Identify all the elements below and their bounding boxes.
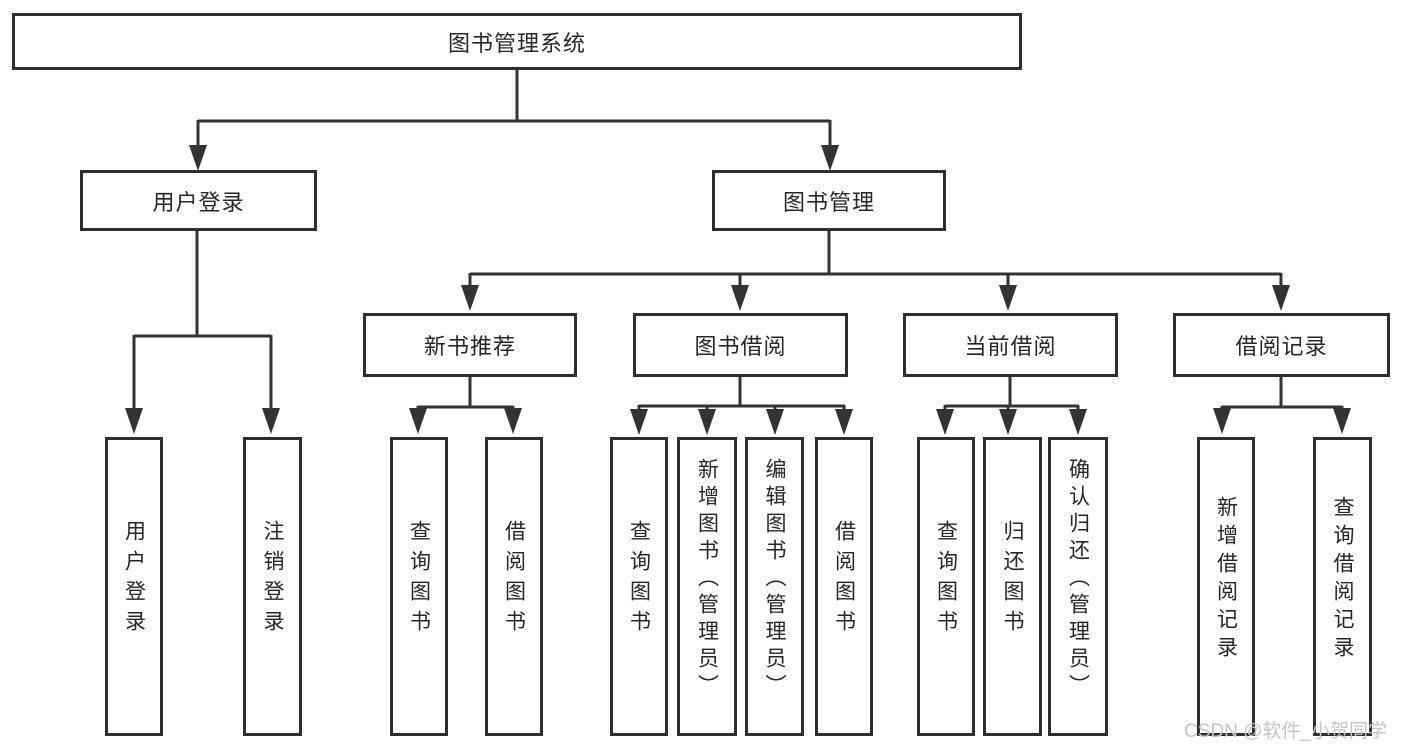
arrowhead — [125, 408, 143, 434]
leaf-user-login: 用户登录 — [105, 437, 163, 736]
arrowhead — [1333, 408, 1351, 434]
node-label: 图书管理 — [782, 189, 875, 215]
arrowhead — [698, 409, 716, 435]
node-book-borrowing: 图书借阅 — [633, 313, 848, 377]
node-label: 借阅记录 — [1235, 334, 1328, 359]
node-label: 用户登录 — [152, 189, 245, 215]
arrowhead — [999, 409, 1017, 435]
node-user-login: 用户登录 — [80, 170, 317, 231]
node-new-book-recommendation: 新书推荐 — [363, 313, 577, 377]
node-book-management: 图书管理 — [712, 170, 946, 231]
arrowhead — [835, 409, 853, 435]
arrowhead — [821, 145, 839, 171]
arrowhead — [262, 408, 280, 434]
arrowhead — [630, 409, 648, 435]
arrowhead — [766, 409, 784, 435]
node-label: 新书推荐 — [423, 334, 516, 359]
arrowhead — [409, 408, 427, 434]
leaf-edit-book-admin: 编辑图书（管理员） — [745, 437, 804, 736]
arrowhead — [189, 145, 207, 171]
leaf-return-book: 归还图书 — [983, 437, 1042, 736]
arrowhead — [1069, 409, 1087, 435]
leaf-query-books-borrow: 查询图书 — [610, 437, 668, 736]
arrowhead — [731, 285, 749, 311]
leaf-query-borrow-record: 查询借阅记录 — [1313, 437, 1372, 736]
leaf-query-books-current: 查询图书 — [917, 437, 975, 736]
node-label: 当前借阅 — [964, 334, 1057, 359]
arrowhead — [461, 285, 479, 311]
leaf-add-book-admin: 新增图书（管理员） — [677, 437, 737, 736]
leaf-confirm-return-admin: 确认归还（管理员） — [1048, 437, 1108, 736]
leaf-logout: 注销登录 — [243, 437, 302, 736]
node-library-management-system: 图书管理系统 — [12, 13, 1022, 70]
arrowhead — [1213, 408, 1231, 434]
arrowhead — [1272, 285, 1290, 311]
node-current-borrowing: 当前借阅 — [903, 313, 1118, 377]
csdn-watermark: CSDN @软件_小贺同学 — [1184, 721, 1387, 742]
arrowhead — [504, 408, 522, 434]
arrowhead — [936, 409, 954, 435]
leaf-query-books-recommend: 查询图书 — [390, 437, 448, 736]
node-label: 图书借阅 — [694, 334, 787, 359]
leaf-borrow-books: 借阅图书 — [815, 437, 873, 736]
arrowhead — [999, 285, 1017, 311]
node-borrowing-records: 借阅记录 — [1173, 313, 1390, 377]
leaf-borrow-books-recommend: 借阅图书 — [485, 437, 543, 736]
node-label: 图书管理系统 — [447, 30, 586, 56]
leaf-add-borrow-record: 新增借阅记录 — [1197, 437, 1255, 736]
